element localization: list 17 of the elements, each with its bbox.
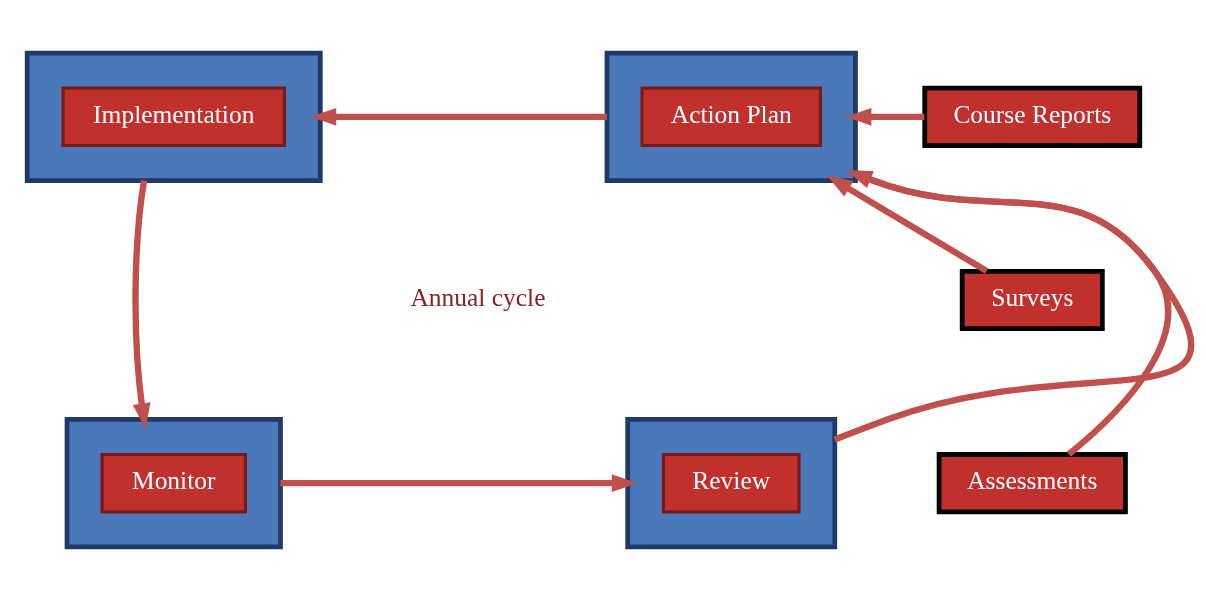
node-box: Surveys (959, 268, 1105, 332)
arrow (132, 180, 151, 429)
cluster (64, 417, 283, 550)
arrow (826, 175, 989, 274)
node-box: Implementation (61, 86, 287, 148)
arrow (310, 107, 607, 126)
node-box: Assessments (936, 452, 1128, 515)
node-box: Action Plan (640, 86, 823, 148)
arrow (280, 474, 638, 493)
cluster (604, 50, 858, 183)
node-box: Course Reports (922, 85, 1143, 148)
node-box: Monitor (100, 452, 247, 514)
cluster (24, 50, 323, 183)
cluster (625, 417, 838, 550)
arrow (845, 107, 925, 126)
label: Annual cycle (410, 283, 546, 313)
node-box: Review (661, 452, 801, 514)
